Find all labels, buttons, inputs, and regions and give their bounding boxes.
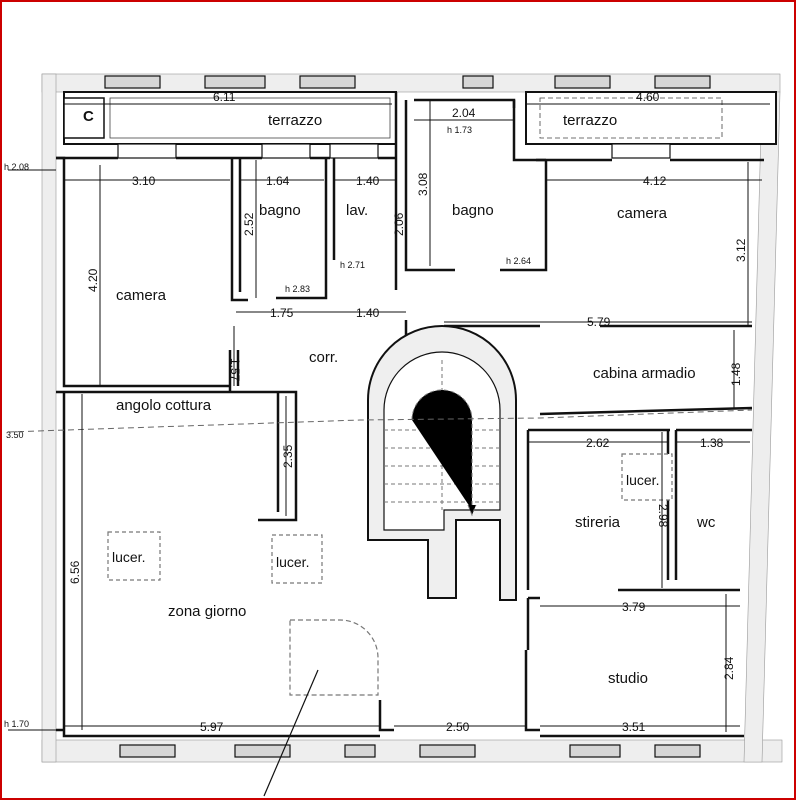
- dim-stireria-w: 2.62: [586, 436, 610, 450]
- dim-terrazzo-left: 6.11: [213, 90, 236, 104]
- dim-bagno2-h: 3.08: [416, 172, 430, 196]
- dim-lav-w: 1.40: [356, 174, 380, 188]
- dim-bottom-w1: 5.97: [200, 720, 224, 734]
- dim-bottom-w3: 3.51: [622, 720, 646, 734]
- room-terrazzo-left: terrazzo: [268, 112, 322, 129]
- dim-top-mid: 2.04: [452, 106, 476, 120]
- height-label-283: h 2.83: [285, 284, 310, 294]
- room-studio: studio: [608, 670, 648, 687]
- room-lavanderia: lav.: [346, 202, 368, 219]
- dim-camera-left-h: 4.20: [86, 268, 100, 292]
- dim-studio-w: 3.79: [622, 600, 646, 614]
- room-wc: wc: [696, 514, 716, 531]
- room-angolo-cottura: angolo cottura: [116, 397, 212, 414]
- door-swing: [263, 619, 379, 797]
- dim-bottom-w2: 2.50: [446, 720, 470, 734]
- room-zona-giorno: zona giorno: [168, 603, 246, 620]
- dim-bagno-w: 1.64: [266, 174, 290, 188]
- height-label-264: h 2.64: [506, 256, 531, 266]
- dim-corr-w1: 1.75: [270, 306, 294, 320]
- dim-corr-h: 1.57: [228, 358, 242, 382]
- room-corridoio: corr.: [309, 349, 338, 366]
- dim-studio-h: 2.84: [722, 656, 736, 680]
- room-stireria: stireria: [575, 514, 621, 531]
- height-label-208: h 2.08: [4, 162, 29, 172]
- dim-lav-h: 2.06: [392, 212, 406, 236]
- room-cabina-armadio: cabina armadio: [593, 365, 696, 382]
- dim-bagno-h: 2.52: [242, 212, 256, 236]
- room-bagno-2: bagno: [452, 202, 494, 219]
- skylight-boxes: [107, 453, 673, 584]
- dim-cabina-w: 5.79: [587, 315, 611, 329]
- level-line: [7, 409, 753, 433]
- staircase: [367, 325, 517, 601]
- dim-camera-right-h: 3.12: [734, 238, 748, 262]
- room-camera-right: camera: [617, 205, 668, 222]
- windows: [104, 75, 711, 758]
- height-label-271: h 2.71: [340, 260, 365, 270]
- room-terrazzo-right: terrazzo: [563, 112, 617, 129]
- skylight-label-1: lucer.: [112, 549, 145, 565]
- room-bagno-1: bagno: [259, 202, 301, 219]
- room-camera-left: camera: [116, 287, 167, 304]
- height-label-170: h 1.70: [4, 719, 29, 729]
- interior-walls: [56, 92, 764, 738]
- dim-terrazzo-right: 4.60: [636, 90, 660, 104]
- dim-wc-w: 1.38: [700, 436, 724, 450]
- dim-cabina-h: 1.48: [729, 362, 743, 386]
- dimension-lines: [8, 100, 770, 732]
- skylight-label-3: lucer.: [626, 472, 659, 488]
- height-label-173: h 1.73: [447, 125, 472, 135]
- marker-c: C: [83, 108, 94, 125]
- dim-stireria-h: 2.98: [656, 504, 670, 528]
- dim-camera-left-w: 3.10: [132, 174, 156, 188]
- terrazzo-left-area: [63, 91, 397, 159]
- dim-camera-right-w: 4.12: [643, 174, 667, 188]
- terrazzo-right-area: [525, 91, 777, 159]
- height-label-350: 3.50: [6, 430, 24, 440]
- dim-cottura-h: 2.35: [281, 444, 295, 468]
- dim-zona-h: 6.56: [68, 560, 82, 584]
- skylight-label-2: lucer.: [276, 554, 309, 570]
- dim-corr-w2: 1.40: [356, 306, 380, 320]
